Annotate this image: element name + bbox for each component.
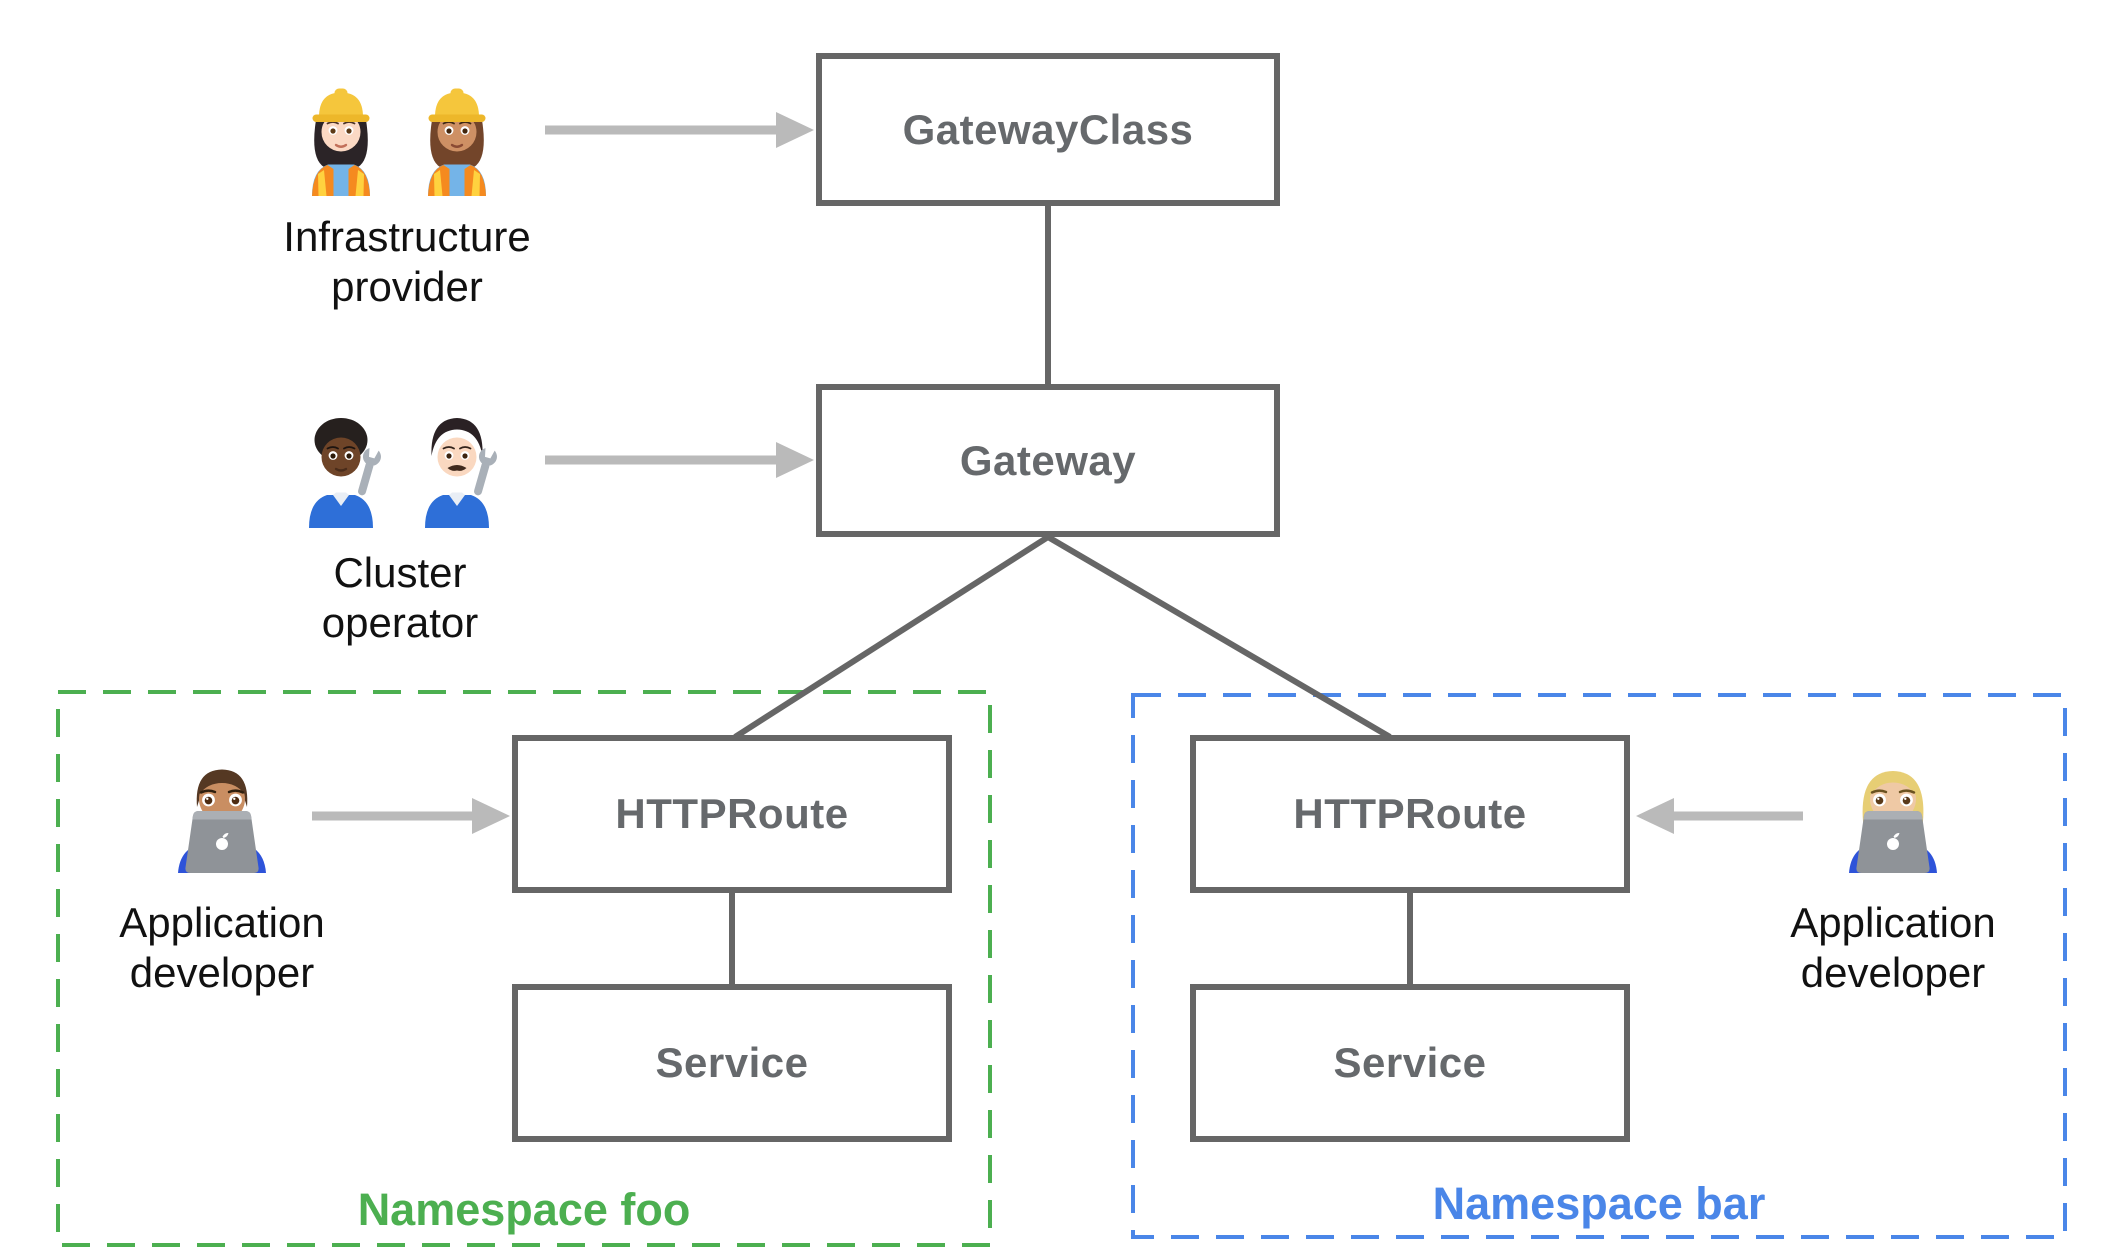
node-httproute-foo: HTTPRoute xyxy=(512,735,952,893)
label-line: provider xyxy=(331,263,483,310)
node-label: Service xyxy=(655,1039,809,1086)
mechanic-dark-icon xyxy=(309,418,382,528)
node-service-foo: Service xyxy=(512,984,952,1142)
edge-gateway-httproute-foo xyxy=(733,534,1050,740)
arrow-infrastructure-provider xyxy=(545,112,814,148)
label-line: Infrastructure xyxy=(283,213,531,260)
woman-technologist-icon xyxy=(1849,771,1937,873)
node-httproute-bar: HTTPRoute xyxy=(1190,735,1630,893)
label-line: Application xyxy=(1790,899,1996,946)
application-developer-foo-label: Application developer xyxy=(22,898,422,998)
node-gateway: Gateway xyxy=(816,384,1280,537)
woman-construction-worker-light-icon xyxy=(312,88,370,196)
namespace-foo-label: Namespace foo xyxy=(357,1184,691,1235)
arrow-cluster-operator xyxy=(545,442,814,478)
node-service-bar: Service xyxy=(1190,984,1630,1142)
node-gatewayclass: GatewayClass xyxy=(816,53,1280,206)
namespace-bar-border xyxy=(1131,693,2067,1239)
man-mechanic-light-icon xyxy=(425,418,498,528)
node-label: Gateway xyxy=(959,436,1137,484)
namespace-bar-label: Namespace bar xyxy=(1432,1178,1766,1229)
label-line: Application xyxy=(119,899,325,946)
infrastructure-provider-label: Infrastructure provider xyxy=(207,212,607,312)
label-line: operator xyxy=(321,599,479,646)
label-line: developer xyxy=(129,949,315,996)
cluster-operator-label: Cluster operator xyxy=(200,548,600,648)
label-line: developer xyxy=(1800,949,1986,996)
label-line: Cluster xyxy=(333,549,467,596)
arrow-app-developer-bar xyxy=(1636,798,1803,834)
woman-construction-worker-medium-icon xyxy=(428,88,486,196)
edge-gateway-httproute-bar xyxy=(1046,534,1392,740)
man-technologist-icon xyxy=(178,769,266,873)
arrow-app-developer-foo xyxy=(312,798,510,834)
node-label: HTTPRoute xyxy=(615,790,849,837)
node-label: GatewayClass xyxy=(902,105,1194,153)
node-label: Service xyxy=(1333,1039,1487,1086)
node-label: HTTPRoute xyxy=(1293,790,1527,837)
application-developer-bar-label: Application developer xyxy=(1693,898,2093,998)
namespace-foo-border xyxy=(56,690,992,1247)
